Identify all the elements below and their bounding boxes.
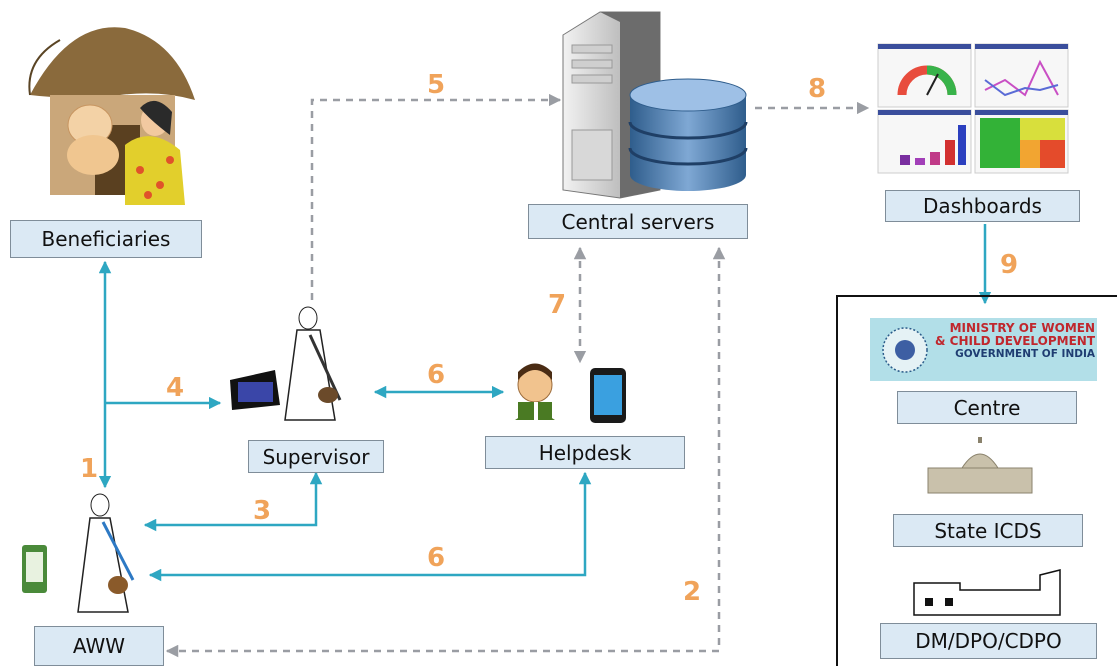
- step-number-3: 3: [253, 496, 272, 526]
- step-number-4: 4: [166, 373, 185, 403]
- arrow-6-aww: [148, 471, 592, 582]
- dm-dpo-cdpo-label: DM/DPO/CDPO: [880, 623, 1097, 659]
- helpdesk-label: Helpdesk: [485, 436, 685, 469]
- beneficiaries-label: Beneficiaries: [10, 220, 202, 258]
- step-number-2: 2: [683, 577, 702, 607]
- step-number-7: 7: [548, 290, 567, 320]
- dashboards-label: Dashboards: [885, 190, 1080, 222]
- ministry-logo-text: MINISTRY OF WOMEN & CHILD DEVELOPMENT GO…: [935, 322, 1095, 360]
- beneficiaries-illustration: [28, 27, 195, 205]
- arrow-5: [310, 93, 562, 300]
- ministry-logo: [870, 318, 1097, 381]
- dashboards-illustration: [877, 43, 1069, 174]
- dashed-connectors: [165, 93, 870, 658]
- district-building-icon: [913, 569, 1061, 616]
- central-servers-label: Central servers: [528, 204, 748, 239]
- logo-line-1: MINISTRY OF WOMEN: [949, 321, 1095, 335]
- aww-illustration: [22, 493, 135, 613]
- state-icds-label: State ICDS: [893, 514, 1083, 547]
- aww-label: AWW: [34, 626, 164, 666]
- step-number-6-bottom: 6: [427, 543, 446, 573]
- arrow-3: [143, 471, 323, 532]
- logo-line-2: & CHILD DEVELOPMENT: [935, 333, 1095, 348]
- solid-connectors: [98, 224, 992, 582]
- supervisor-illustration: [230, 306, 342, 421]
- helpdesk-illustration: [515, 363, 626, 423]
- step-number-6-top: 6: [427, 360, 446, 390]
- step-number-8: 8: [808, 74, 827, 104]
- centre-label: Centre: [897, 391, 1077, 424]
- government-panel: [836, 295, 1117, 666]
- step-number-9: 9: [1000, 250, 1019, 280]
- state-capitol-icon: [927, 437, 1033, 494]
- step-number-1: 1: [80, 454, 99, 484]
- supervisor-label: Supervisor: [248, 440, 384, 473]
- logo-line-3: GOVERNMENT OF INDIA: [955, 348, 1095, 361]
- arrow-2: [165, 246, 726, 658]
- step-number-5: 5: [427, 70, 446, 100]
- central-servers-illustration: [562, 11, 748, 199]
